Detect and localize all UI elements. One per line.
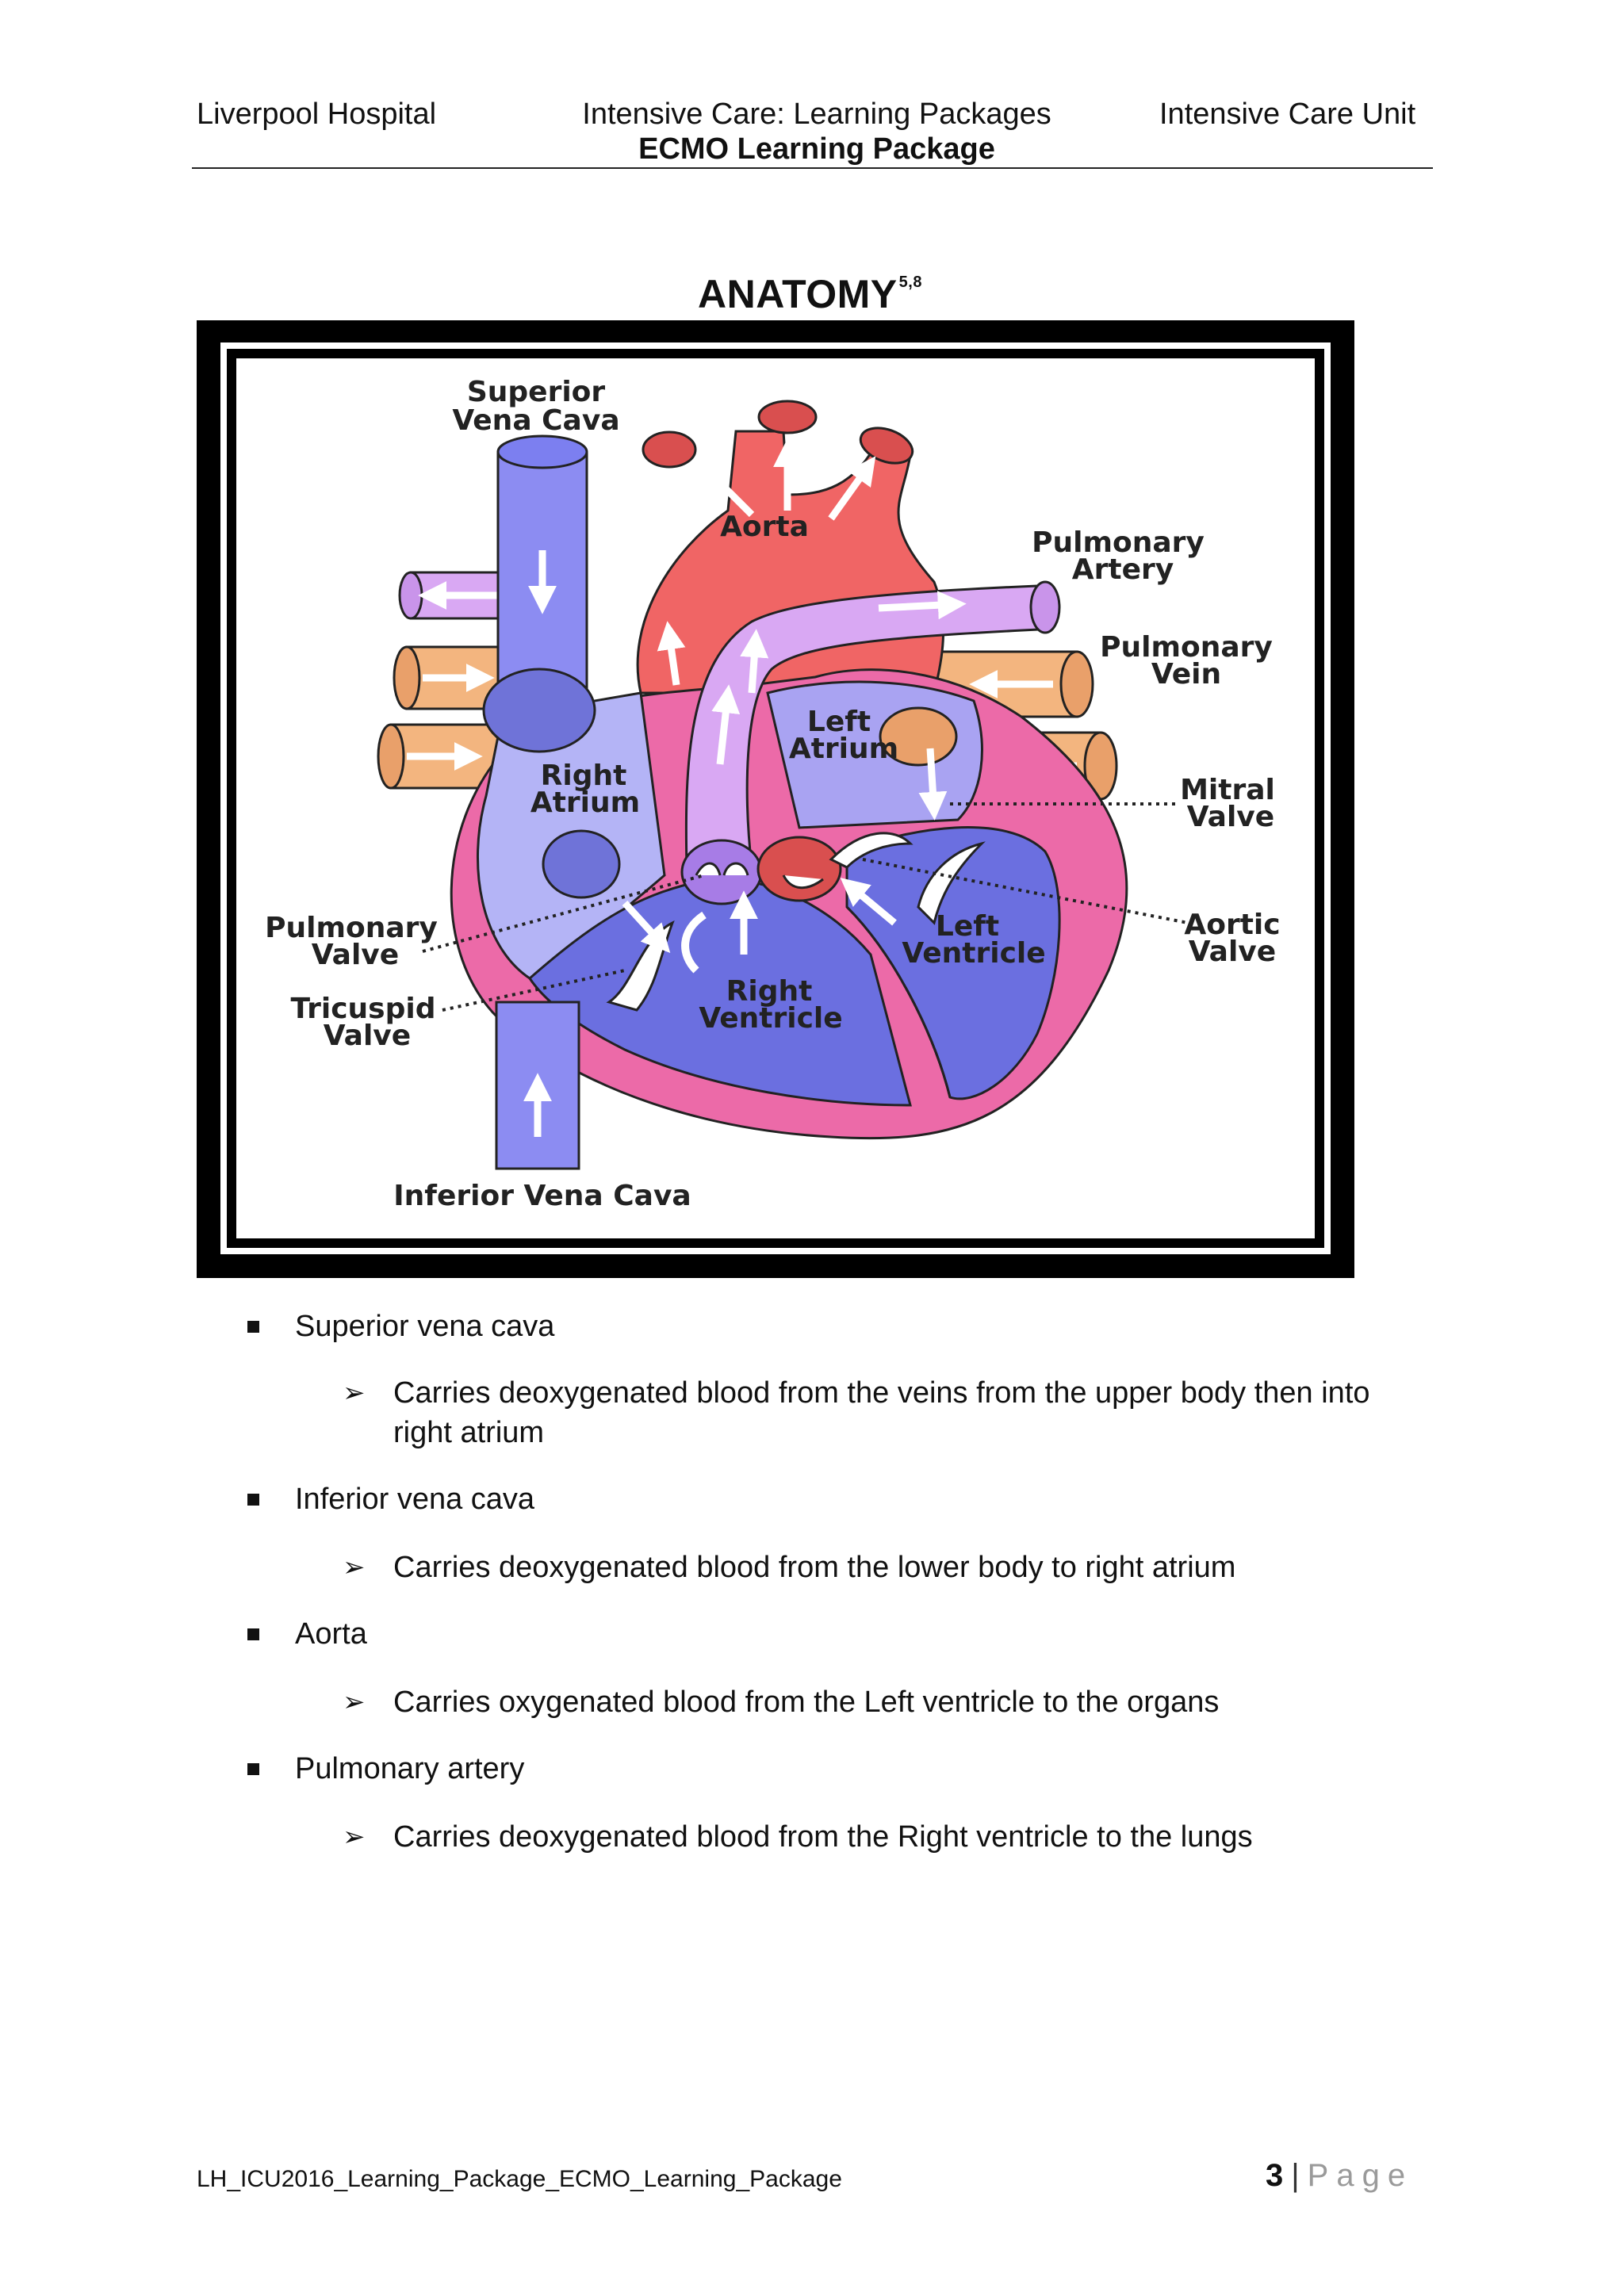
list-subitem-line: right atrium bbox=[393, 1416, 545, 1449]
arrow-bullet-icon: ➢ bbox=[343, 1552, 366, 1582]
leader-lines bbox=[422, 802, 1189, 1012]
square-bullet-icon bbox=[247, 1321, 259, 1333]
square-bullet-icon bbox=[247, 1494, 259, 1506]
square-bullet-icon bbox=[247, 1763, 259, 1775]
label-pulmonary-valve-1: Pulmonary bbox=[265, 912, 438, 944]
label-left-ventricle-1: Left bbox=[936, 910, 999, 943]
header-package-title: Intensive Care: Learning Packages bbox=[582, 98, 1051, 131]
list-subitem-text: Carries deoxygenated blood from the Righ… bbox=[393, 1820, 1253, 1854]
label-superior-vena-cava-1: Superior bbox=[467, 376, 606, 408]
header-package-subtitle: ECMO Learning Package bbox=[638, 132, 995, 166]
list-item-heading: Aorta bbox=[295, 1617, 367, 1651]
list-item-heading: Inferior vena cava bbox=[295, 1483, 535, 1516]
list-subitem-text: Carries oxygenated blood from the Left v… bbox=[393, 1686, 1220, 1719]
label-right-ventricle-1: Right bbox=[726, 975, 813, 1008]
header-divider bbox=[192, 167, 1433, 169]
arrow-bullet-icon: ➢ bbox=[343, 1378, 366, 1408]
label-mitral-valve-1: Mitral bbox=[1180, 774, 1275, 806]
page-word: Page bbox=[1307, 2158, 1414, 2193]
label-left-ventricle-2: Ventricle bbox=[902, 937, 1045, 970]
section-title-text: ANATOMY bbox=[698, 272, 898, 316]
label-right-atrium-1: Right bbox=[541, 760, 627, 792]
label-right-ventricle-2: Ventricle bbox=[699, 1002, 842, 1035]
right-ventricle bbox=[528, 878, 912, 1107]
footer-document-id: LH_ICU2016_Learning_Package_ECMO_Learnin… bbox=[197, 2166, 842, 2192]
label-aorta: Aorta bbox=[720, 511, 809, 543]
list-item-heading: Superior vena cava bbox=[295, 1310, 555, 1343]
header-center: Intensive Care: Learning Packages ECMO L… bbox=[555, 97, 1078, 166]
square-bullet-icon bbox=[247, 1628, 259, 1640]
label-pulmonary-artery-2: Artery bbox=[1072, 553, 1174, 586]
label-pulmonary-valve-2: Valve bbox=[312, 939, 399, 971]
label-inferior-vena-cava: Inferior Vena Cava bbox=[393, 1180, 691, 1212]
label-tricuspid-valve-1: Tricuspid bbox=[291, 993, 436, 1025]
right-atrium-opening bbox=[542, 829, 621, 899]
left-atrium-opening bbox=[879, 706, 958, 767]
aortic-valve bbox=[756, 836, 842, 902]
heart-anatomy-diagram: Superior Vena Cava Aorta Pulmonary Arter… bbox=[197, 320, 1354, 1278]
label-superior-vena-cava-2: Vena Cava bbox=[452, 404, 619, 437]
pulmonary-valve bbox=[680, 839, 763, 905]
list-item-heading: Pulmonary artery bbox=[295, 1752, 525, 1785]
label-right-atrium-2: Atrium bbox=[530, 786, 640, 819]
label-left-atrium-1: Left bbox=[807, 706, 871, 738]
header-unit-name: Intensive Care Unit bbox=[1159, 98, 1416, 131]
label-aortic-valve-1: Aortic bbox=[1184, 909, 1280, 941]
arrow-bullet-icon: ➢ bbox=[343, 1687, 366, 1717]
superior-vena-cava bbox=[482, 434, 596, 753]
mitral-valve bbox=[829, 832, 986, 925]
list-subitem-text: Carries deoxygenated blood from the vein… bbox=[393, 1373, 1424, 1452]
label-pulmonary-vein-1: Pulmonary bbox=[1100, 631, 1273, 664]
pulmonary-artery bbox=[684, 580, 1061, 869]
inferior-vena-cava bbox=[495, 1001, 580, 1170]
list-subitem-text: Carries deoxygenated blood from the lowe… bbox=[393, 1551, 1236, 1584]
label-pulmonary-artery-1: Pulmonary bbox=[1032, 526, 1205, 559]
list-subitem-line: Carries deoxygenated blood from the vein… bbox=[393, 1376, 1370, 1410]
page-separator: | bbox=[1291, 2158, 1300, 2193]
label-tricuspid-valve-2: Valve bbox=[324, 1020, 411, 1052]
label-aortic-valve-2: Valve bbox=[1189, 936, 1276, 968]
header-hospital-name: Liverpool Hospital bbox=[197, 98, 437, 131]
label-left-atrium-2: Atrium bbox=[789, 733, 898, 765]
label-pulmonary-vein-2: Vein bbox=[1151, 658, 1221, 691]
footer-page-indicator: 3|Page bbox=[1266, 2158, 1413, 2194]
page-number: 3 bbox=[1266, 2158, 1284, 2193]
label-mitral-valve-2: Valve bbox=[1187, 801, 1274, 833]
section-reference: 5,8 bbox=[898, 274, 922, 291]
arrow-bullet-icon: ➢ bbox=[343, 1822, 366, 1852]
